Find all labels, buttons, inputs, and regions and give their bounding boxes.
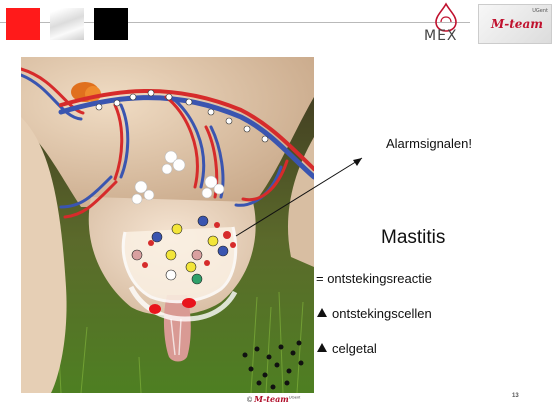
- mastitis-title: Mastitis: [381, 227, 445, 249]
- alarm-signals-label: Alarmsignalen!: [386, 136, 472, 151]
- inflammation-reaction-text: = ontstekingsreactie: [316, 271, 432, 286]
- inflammation-cells-text: ontstekingscellen: [332, 306, 432, 321]
- copyright-team: M-team: [254, 394, 289, 404]
- page-number: 13: [512, 393, 519, 399]
- cell-count-text: celgetal: [332, 341, 377, 356]
- copyright-ugent: UGent: [289, 395, 301, 400]
- triangle-up-icon: [317, 343, 327, 352]
- copyright-symbol: ©: [247, 397, 252, 404]
- copyright: © M-teamUGent: [247, 394, 300, 404]
- triangle-up-icon: [317, 308, 327, 317]
